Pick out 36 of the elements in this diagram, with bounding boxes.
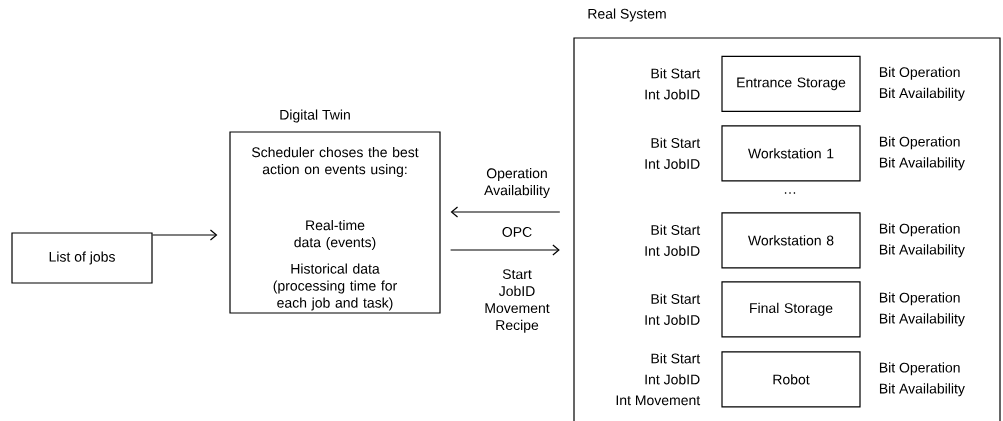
signal-label: Bit Availability: [879, 383, 965, 397]
signal-label: Bit Start: [651, 137, 701, 148]
arrow: [450, 206, 561, 218]
signal-label: Bit Start: [651, 353, 701, 364]
component-box: Workstation 1: [721, 125, 861, 182]
signal-label: Bit Start: [651, 293, 701, 304]
signal-label: Int JobID: [645, 158, 700, 169]
signal-label: Bit Operation: [879, 292, 960, 306]
edge-label: Operation Availability: [481, 167, 553, 199]
ellipsis: …: [784, 192, 796, 194]
signal-label: Bit Operation: [879, 66, 960, 80]
signal-label: Bit Start: [651, 68, 701, 79]
component-box: Final Storage: [721, 281, 861, 338]
signal-label: Int JobID: [645, 314, 700, 325]
signal-label: Bit Start: [651, 224, 701, 235]
component-box: Workstation 8: [721, 212, 861, 269]
signal-label: Bit Operation: [879, 136, 960, 150]
signal-label: Bit Availability: [879, 244, 965, 258]
signal-label: Bit Availability: [879, 157, 965, 171]
signal-label: Bit Availability: [879, 313, 965, 327]
scheduler-box: Digital Twin Scheduler choses the best action on events using: Real-time data (events) Historical data (processing time for each job and task): [229, 109, 441, 314]
signal-label: Bit Operation: [879, 223, 960, 237]
signal-label: Int JobID: [645, 374, 700, 385]
signal-label: Int JobID: [645, 245, 700, 256]
process-box: List of jobs: [11, 232, 153, 284]
signal-label: Bit Operation: [879, 362, 960, 376]
component-box: Entrance Storage: [721, 55, 861, 112]
arrow: [450, 244, 560, 256]
component-box: Robot: [721, 351, 861, 408]
protocol-label: OPC: [502, 227, 532, 237]
signal-label: Bit Availability: [879, 87, 965, 101]
signal-label: Int JobID: [645, 89, 700, 100]
node-label: Digital Twin: [280, 109, 350, 123]
arrow: [152, 229, 218, 241]
signal-label: Int Movement: [616, 395, 701, 406]
edge-label: Start JobID Movement Recipe: [481, 268, 553, 334]
